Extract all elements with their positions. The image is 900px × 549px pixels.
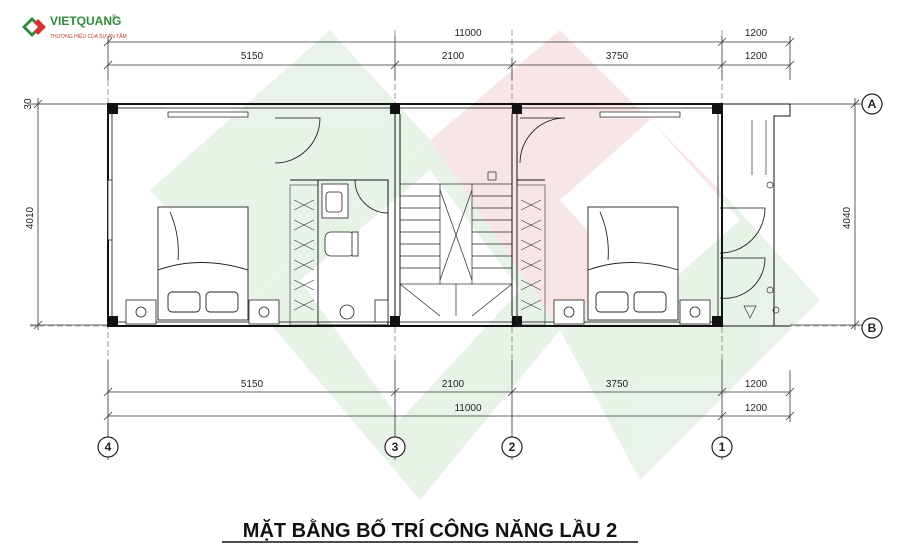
dim-top-total: 11000 <box>454 28 482 39</box>
bed-left <box>157 206 249 321</box>
logo-tagline: THƯƠNG HIỆU CỦA SỰ AN TÂM <box>50 32 127 40</box>
staircase <box>399 171 513 317</box>
wardrobe-right <box>516 184 546 326</box>
grid-bubble-a: A <box>861 93 883 115</box>
drawing-title: MẶT BẰNG BỐ TRÍ CÔNG NĂNG LẦU 2 <box>243 518 617 542</box>
logo-name: VIETQUANG <box>50 14 121 28</box>
dim-left-top: 30 <box>23 98 34 110</box>
grid-bubble-b: B <box>861 317 883 339</box>
dim-bottom-span-4: 1200 <box>745 379 768 390</box>
bed-right <box>587 206 679 321</box>
vietquang-logo: VIETQUANG ® THƯƠNG HIỆU CỦA SỰ AN TÂM <box>22 14 127 40</box>
dim-top-span-3: 3750 <box>606 51 629 62</box>
grid-bubble-2: 2 <box>501 436 523 458</box>
dim-bottom-span-2: 2100 <box>442 379 465 390</box>
dim-left-height: 4010 <box>25 206 36 229</box>
svg-text:B: B <box>868 321 877 335</box>
dim-right-height: 4040 <box>842 206 853 229</box>
dim-bottom-total: 11000 <box>454 403 482 414</box>
logo-registered-mark: ® <box>112 14 117 21</box>
svg-text:A: A <box>868 97 877 111</box>
dim-top-span-2: 2100 <box>442 51 465 62</box>
wardrobe-left <box>289 184 319 326</box>
grid-bubble-4: 4 <box>97 436 119 458</box>
dim-bottom-total-right: 1200 <box>745 403 768 414</box>
windows <box>107 111 681 241</box>
svg-text:1: 1 <box>719 440 726 454</box>
doors <box>274 117 766 299</box>
dim-bottom-span-3: 3750 <box>606 379 629 390</box>
bathroom-fixtures <box>321 183 389 323</box>
svg-text:3: 3 <box>392 440 399 454</box>
dim-top-span-4: 1200 <box>745 51 768 62</box>
grid-bubble-1: 1 <box>711 436 733 458</box>
svg-text:2: 2 <box>509 440 516 454</box>
svg-text:4: 4 <box>105 440 112 454</box>
top-dimension-lines <box>103 36 795 80</box>
dim-top-span-1: 5150 <box>241 51 264 62</box>
side-dimension-lines <box>30 98 862 330</box>
grid-bubble-3: 3 <box>384 436 406 458</box>
watermark-logo <box>150 30 820 500</box>
dim-top-total-right: 1200 <box>745 28 768 39</box>
balcony <box>743 120 780 319</box>
nightstands <box>125 299 711 325</box>
dim-bottom-span-1: 5150 <box>241 379 264 390</box>
